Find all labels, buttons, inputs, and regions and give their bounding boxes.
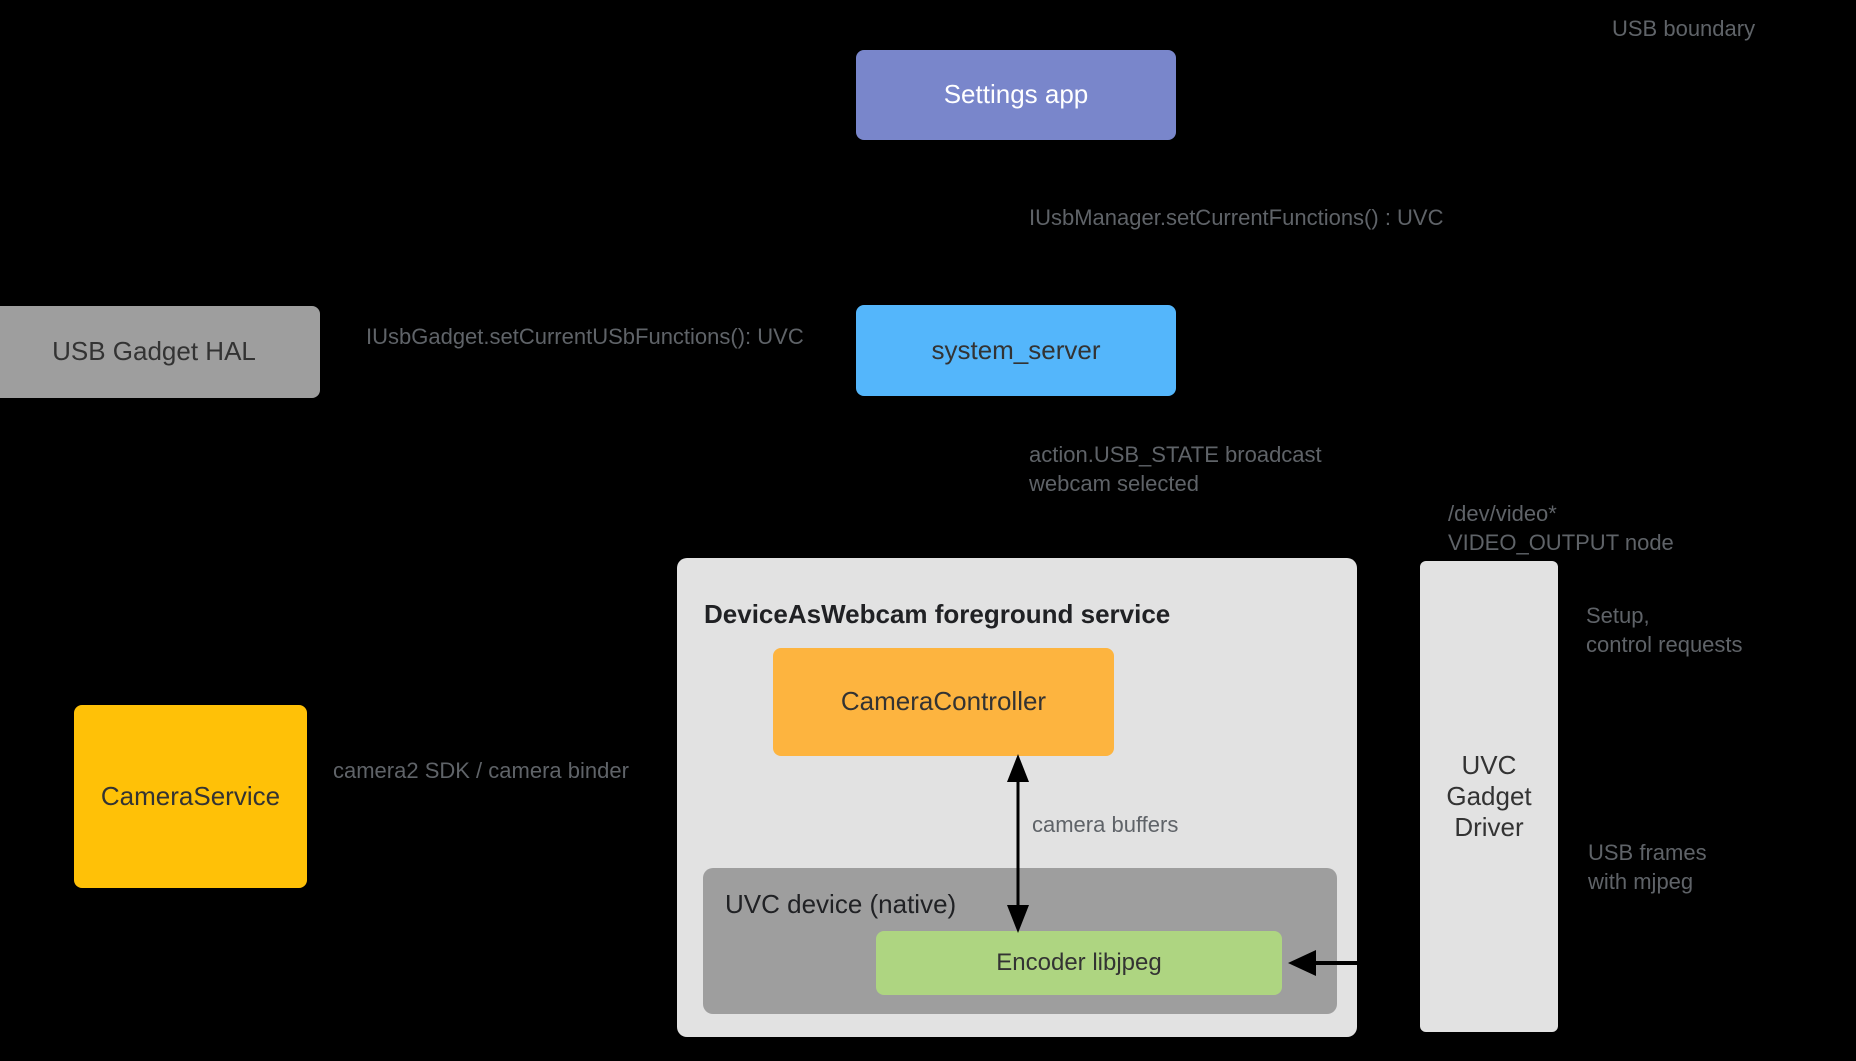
- annotation-usb-boundary: USB boundary: [1612, 16, 1756, 41]
- node-camera-controller-label: CameraController: [840, 686, 1047, 717]
- node-camera-service-label: CameraService: [100, 780, 281, 811]
- node-camera-controller[interactable]: CameraController: [773, 648, 1114, 756]
- node-encoder-libjpeg[interactable]: Encoder libjpeg: [876, 931, 1282, 995]
- annotation-dev-video-node: /dev/video* VIDEO_OUTPUT node: [1448, 501, 1674, 556]
- node-settings-app-label: Settings app: [943, 79, 1089, 110]
- annotation-iusbgadget-setcurrentusbfunctions: IUsbGadget.setCurrentUSbFunctions(): UVC: [366, 324, 804, 349]
- node-encoder-libjpeg-label: Encoder libjpeg: [996, 948, 1162, 976]
- node-usb-gadget-hal-label: USB Gadget HAL: [52, 336, 256, 367]
- node-usb-gadget-hal[interactable]: USB Gadget HAL: [0, 306, 320, 398]
- annotation-usb-state-broadcast: action.USB_STATE broadcast webcam select…: [1029, 442, 1322, 497]
- annotation-camera-buffers: camera buffers: [1032, 812, 1179, 837]
- node-device-as-webcam-service-label: DeviceAsWebcam foreground service: [704, 599, 1171, 629]
- node-camera-service[interactable]: CameraService: [74, 705, 307, 888]
- node-uvc-device-native-label: UVC device (native): [725, 889, 957, 919]
- annotation-iusbmanager-setcurrentfunctions: IUsbManager.setCurrentFunctions() : UVC: [1029, 205, 1444, 230]
- node-uvc-gadget-driver[interactable]: UVC Gadget Driver: [1420, 561, 1558, 1032]
- node-system-server[interactable]: system_server: [856, 305, 1176, 396]
- annotation-camera2-sdk-binder: camera2 SDK / camera binder: [333, 758, 629, 783]
- node-system-server-label: system_server: [931, 334, 1101, 365]
- annotation-usb-frames-mjpeg: USB frames with mjpeg: [1588, 840, 1707, 895]
- node-settings-app[interactable]: Settings app: [856, 50, 1176, 140]
- node-uvc-gadget-driver-label: UVC Gadget Driver: [1446, 749, 1532, 843]
- annotation-setup-control-requests: Setup, control requests: [1586, 603, 1743, 658]
